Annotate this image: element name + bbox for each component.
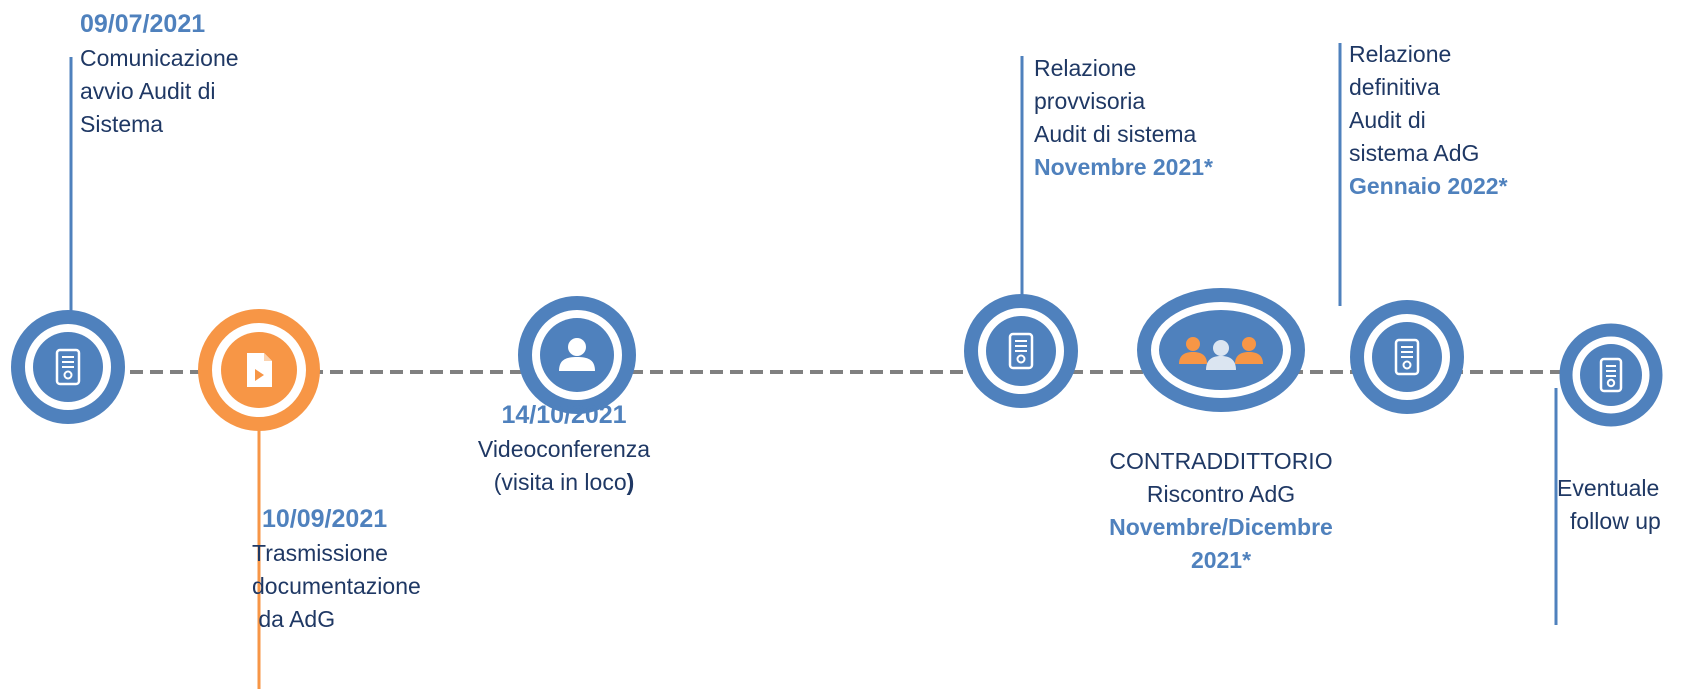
- node-e2: [198, 309, 320, 431]
- event-line: provvisoria: [1034, 88, 1146, 114]
- event-e1-label: 09/07/2021 Comunicazione avvio Audit di …: [80, 6, 239, 141]
- node-e6: [1350, 300, 1464, 414]
- event-date-highlight: Novembre/Dicembre: [1109, 514, 1333, 540]
- event-line: Audit di: [1349, 107, 1426, 133]
- event-line: Comunicazione: [80, 45, 239, 71]
- event-line: avvio Audit di: [80, 78, 216, 104]
- event-e5-label: CONTRADDITTORIO Riscontro AdG Novembre/D…: [1071, 445, 1371, 577]
- event-date: 14/10/2021: [501, 401, 627, 429]
- node-e5: [1137, 288, 1305, 412]
- file-play-icon: [247, 353, 272, 387]
- event-line: Relazione: [1349, 41, 1452, 67]
- document-icon: [1394, 338, 1420, 376]
- event-date-highlight: Novembre 2021*: [1034, 154, 1213, 180]
- person-icon: [559, 338, 595, 371]
- event-line: CONTRADDITTORIO: [1109, 448, 1333, 474]
- document-icon: [1599, 357, 1623, 393]
- event-line: Videoconferenza: [477, 436, 651, 462]
- node-e7: [1559, 323, 1663, 427]
- event-date: 09/07/2021: [80, 10, 206, 38]
- event-line: Eventuale: [1557, 475, 1660, 501]
- event-line: Audit di sistema: [1034, 121, 1197, 147]
- closing-paren: ): [626, 469, 635, 495]
- event-date-highlight: 2021*: [1190, 547, 1252, 573]
- event-e4-label: Relazione provvisoria Audit di sistema N…: [1034, 52, 1213, 184]
- document-icon: [1008, 332, 1034, 370]
- node-e1: [11, 310, 125, 424]
- event-e3-label: 14/10/2021 Videoconferenza (visita in lo…: [437, 397, 691, 499]
- event-line: sistema AdG: [1349, 140, 1480, 166]
- event-e6-label: Relazione definitiva Audit di sistema Ad…: [1349, 38, 1508, 203]
- event-line: Relazione: [1034, 55, 1137, 81]
- node-e4: [964, 294, 1078, 408]
- event-line: (visita in loco: [493, 469, 627, 495]
- document-icon: [55, 348, 81, 386]
- event-line: documentazione: [252, 573, 421, 599]
- event-line: Riscontro AdG: [1146, 481, 1296, 507]
- event-e2-label: 10/09/2021 Trasmissione documentazione d…: [252, 501, 421, 636]
- event-line: follow up: [1570, 508, 1661, 534]
- node-e3: [518, 296, 636, 414]
- event-line: Sistema: [80, 111, 164, 137]
- event-e7-label: Eventuale follow up: [1557, 472, 1661, 538]
- event-line: Trasmissione: [252, 540, 388, 566]
- event-date-highlight: Gennaio 2022*: [1349, 173, 1508, 199]
- event-line: definitiva: [1349, 74, 1440, 100]
- event-date: 10/09/2021: [262, 505, 388, 533]
- group-icon: [1179, 337, 1263, 370]
- event-line: da AdG: [252, 606, 336, 632]
